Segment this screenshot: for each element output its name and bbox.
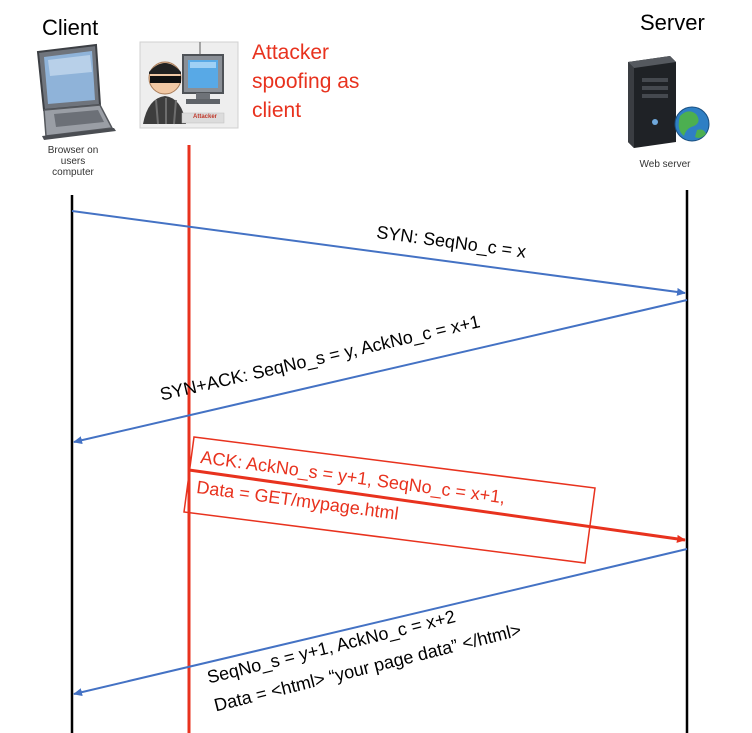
response-arrow — [73, 548, 688, 697]
attacker-icon — [139, 41, 239, 129]
spoofed-message-box — [183, 436, 596, 564]
server-icon — [628, 56, 710, 148]
laptop-icon — [36, 43, 116, 140]
ack-arrow — [188, 468, 686, 543]
server-device-caption: Web server — [639, 159, 691, 170]
attacker-title: Attacker spoofing as client — [252, 41, 360, 122]
server-title: Server — [640, 10, 705, 35]
syn-arrow — [71, 210, 686, 296]
synack-arrow — [73, 299, 688, 445]
attacker-badge: Attacker — [192, 114, 217, 120]
client-device-caption: Browser on users computer — [47, 145, 99, 178]
client-title: Client — [42, 15, 99, 40]
